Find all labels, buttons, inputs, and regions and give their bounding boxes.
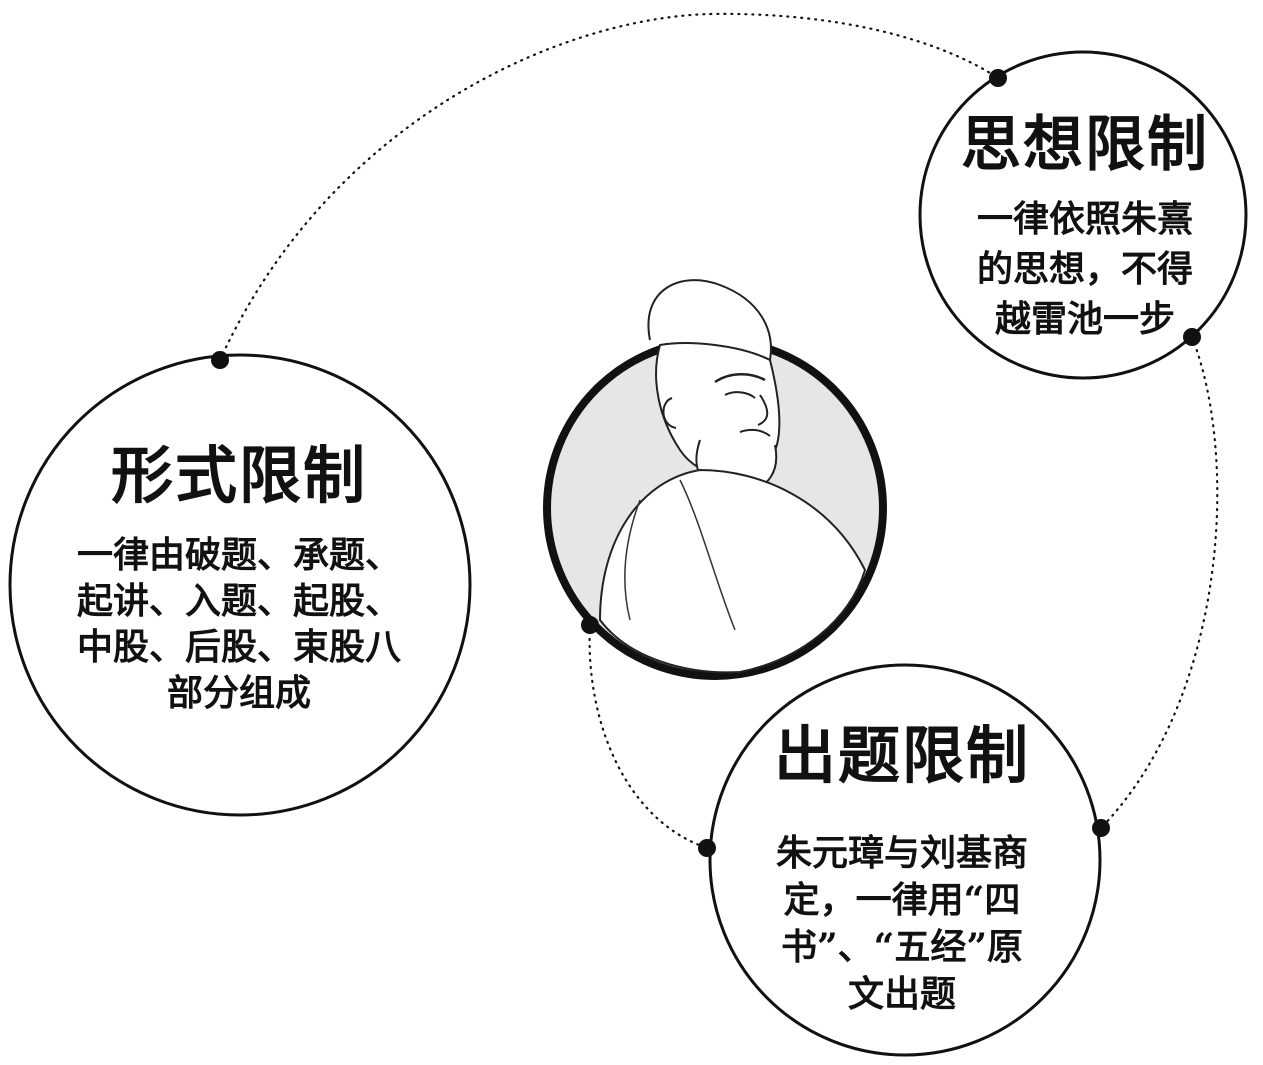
- topic-restriction-description: 朱元璋与刘基商 定，一律用“四 书”、“五经”原 文出题: [752, 830, 1052, 1018]
- topic-line-3: 书”、“五经”原: [780, 926, 1024, 969]
- form-circle: [8, 353, 472, 817]
- orbit-node-center: [581, 616, 599, 634]
- form-line-4: 部分组成: [166, 672, 311, 715]
- topic-line-2: 定，一律用“四: [783, 879, 1021, 922]
- form-line-1: 一律由破题、承题、: [76, 534, 401, 577]
- idea-restriction-block: 思想限制 一律依照朱熹 的思想，不得 越雷池一步: [940, 112, 1230, 344]
- form-line-2: 起讲、入题、起股、: [76, 580, 401, 623]
- topic-restriction-title: 出题限制: [773, 719, 1030, 792]
- orbit-connector-left-to-top: [218, 12, 1000, 362]
- orbit-connector-center-to-bottom: [588, 623, 709, 850]
- orbit-node-left: [211, 351, 229, 369]
- orbit-node-top: [989, 69, 1007, 87]
- idea-circle: [918, 50, 1248, 380]
- idea-line-2: 的思想，不得: [976, 248, 1193, 290]
- form-restriction-description: 一律由破题、承题、 起讲、入题、起股、 中股、后股、束股八 部分组成: [44, 532, 434, 716]
- emperor-portrait-icon: [543, 279, 887, 680]
- idea-restriction-title: 思想限制: [961, 110, 1209, 180]
- form-line-3: 中股、后股、束股八: [76, 626, 401, 669]
- orbit-node-bottom-right: [1092, 819, 1110, 837]
- topic-restriction-block: 出题限制 朱元璋与刘基商 定，一律用“四 书”、“五经”原 文出题: [752, 719, 1052, 1018]
- orbit-node-right: [1183, 328, 1201, 346]
- topic-line-1: 朱元璋与刘基商: [775, 832, 1028, 875]
- topic-circle: [708, 663, 1102, 1057]
- idea-line-3: 越雷池一步: [994, 298, 1175, 340]
- topic-line-4: 文出题: [847, 973, 956, 1016]
- orbit-connector-right-to-bottom: [1099, 335, 1219, 830]
- form-restriction-block: 形式限制 一律由破题、承题、 起讲、入题、起股、 中股、后股、束股八 部分组成: [44, 439, 434, 716]
- idea-line-1: 一律依照朱熹: [976, 198, 1193, 240]
- idea-restriction-description: 一律依照朱熹 的思想，不得 越雷池一步: [940, 194, 1230, 344]
- orbit-node-bottom-left: [698, 839, 716, 857]
- form-restriction-title: 形式限制: [110, 439, 367, 512]
